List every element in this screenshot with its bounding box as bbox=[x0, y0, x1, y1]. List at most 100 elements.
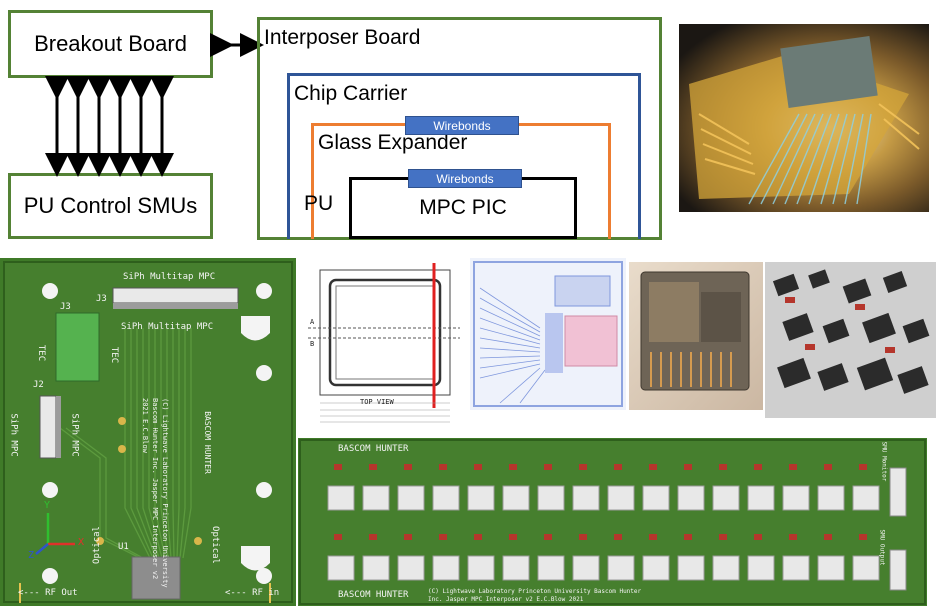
smd-part-2-4 bbox=[439, 534, 447, 540]
axis-y-label: Y bbox=[44, 500, 51, 511]
u1-chip bbox=[131, 556, 181, 600]
pu-control-box: PU Control SMUs bbox=[8, 173, 213, 239]
jack-bottom-5 bbox=[467, 555, 495, 581]
mount-hole-4 bbox=[42, 482, 58, 498]
side-a-label: A bbox=[310, 318, 315, 326]
pu-label: PU bbox=[304, 192, 334, 215]
smd-part-2-6 bbox=[509, 534, 517, 540]
pcb-right-bascom-bottom: BASCOM HUNTER bbox=[338, 590, 409, 600]
jack-bottom-16 bbox=[852, 555, 880, 581]
wirebonds-top: Wirebonds bbox=[405, 116, 519, 135]
smd-part-1-16 bbox=[859, 464, 867, 470]
j2-connector-inner bbox=[56, 396, 61, 458]
smd-part-2-11 bbox=[684, 534, 692, 540]
smd-part-1-11 bbox=[684, 464, 692, 470]
smd-part-1-3 bbox=[404, 464, 412, 470]
jack-bottom-8 bbox=[572, 555, 600, 581]
mount-hole-7 bbox=[256, 568, 272, 584]
jack-top-9 bbox=[607, 485, 635, 511]
smd-part-1-4 bbox=[439, 464, 447, 470]
shield-icon-top bbox=[241, 316, 270, 341]
smd-part-1-12 bbox=[719, 464, 727, 470]
glass-expander-layout bbox=[470, 258, 626, 410]
axis-x-label: X bbox=[78, 537, 85, 548]
j3-connector bbox=[112, 287, 239, 304]
smd-part-1-2 bbox=[369, 464, 377, 470]
jack-bottom-14 bbox=[782, 555, 810, 581]
breakout-board-label: Breakout Board bbox=[34, 31, 187, 56]
jack-top-15 bbox=[817, 485, 845, 511]
jack-top-14 bbox=[782, 485, 810, 511]
smd-part-2-10 bbox=[649, 534, 657, 540]
smd-part-1-15 bbox=[824, 464, 832, 470]
pcb-title-mid: SiPh Multitap MPC bbox=[121, 322, 214, 332]
pcb-title-top: SiPh Multitap MPC bbox=[123, 272, 216, 282]
jack-bottom-7 bbox=[537, 555, 565, 581]
smd-part-2-2 bbox=[369, 534, 377, 540]
pcb-right-credit: (C) Lightwave Laboratory Princeton Unive… bbox=[428, 588, 648, 604]
connection-arrows bbox=[45, 33, 264, 177]
jack-bottom-15 bbox=[817, 555, 845, 581]
smd-part-1-5 bbox=[474, 464, 482, 470]
jack-bottom-12 bbox=[712, 555, 740, 581]
pcb-right-bascom-top: BASCOM HUNTER bbox=[338, 444, 409, 454]
smd-part-2-5 bbox=[474, 534, 482, 540]
wirebonds-bottom: Wirebonds bbox=[408, 169, 522, 188]
mount-hole-2 bbox=[256, 283, 272, 299]
pcb-right-row-label-1: SMU Monitor bbox=[880, 441, 888, 482]
smd-part-2-13 bbox=[754, 534, 762, 540]
jack-top-16 bbox=[852, 485, 880, 511]
pcb-siph-left: SiPh MPC bbox=[8, 413, 19, 457]
smd-part-2-1 bbox=[334, 534, 342, 540]
axis-z-label: Z bbox=[28, 550, 35, 561]
jack-top-6 bbox=[502, 485, 530, 511]
jack-top-5 bbox=[467, 485, 495, 511]
smd-part-2-16 bbox=[859, 534, 867, 540]
smd-part-1-8 bbox=[579, 464, 587, 470]
jack-bottom-2 bbox=[362, 555, 390, 581]
pic-chip-photo bbox=[629, 262, 763, 410]
jack-top-10 bbox=[642, 485, 670, 511]
jack-top-7 bbox=[537, 485, 565, 511]
pcb-j3-label: J3 bbox=[96, 294, 107, 304]
pcb-u1-label: U1 bbox=[118, 542, 129, 552]
interposer-pcb-render: SiPh Multitap MPC J3 SiPh Multitap MPC J… bbox=[0, 258, 296, 606]
shield-icon-bottom bbox=[241, 546, 270, 571]
pcb-optical-left: Optical bbox=[91, 526, 102, 564]
smd-part-2-9 bbox=[614, 534, 622, 540]
smd-part-2-14 bbox=[789, 534, 797, 540]
pcb-optical-right: Optical bbox=[209, 526, 220, 564]
smd-part-1-13 bbox=[754, 464, 762, 470]
mount-hole-1 bbox=[42, 283, 58, 299]
mount-hole-6 bbox=[42, 568, 58, 584]
smd-part-1-14 bbox=[789, 464, 797, 470]
glass-expander-label: Glass Expander bbox=[318, 131, 468, 154]
pcb-bascom-logo: BASCOM HUNTER bbox=[202, 411, 212, 474]
jack-bottom-4 bbox=[432, 555, 460, 581]
tec-block bbox=[55, 312, 100, 382]
pcb-j2-label: J2 bbox=[33, 380, 44, 390]
breakout-pcb-render: BASCOM HUNTER BASCOM HUNTER (C) Lightwav… bbox=[298, 438, 927, 606]
jack-top-4 bbox=[432, 485, 460, 511]
pcb-rf-in: <--- RF in bbox=[225, 588, 280, 598]
j2-connector bbox=[39, 395, 57, 459]
jack-bottom-1 bbox=[327, 555, 355, 581]
smd-part-1-6 bbox=[509, 464, 517, 470]
smd-part-2-12 bbox=[719, 534, 727, 540]
mount-hole-3 bbox=[256, 365, 272, 381]
pcb-siph-right: SiPh MPC bbox=[69, 413, 80, 457]
jack-top-1 bbox=[327, 485, 355, 511]
jack-bottom-9 bbox=[607, 555, 635, 581]
smd-part-1-10 bbox=[649, 464, 657, 470]
chip-micrograph-photo bbox=[679, 24, 929, 212]
smd-part-2-8 bbox=[579, 534, 587, 540]
pcb-j3b-label: J3 bbox=[60, 302, 71, 312]
mpc-pic-label: MPC PIC bbox=[419, 196, 507, 219]
smd-part-2-15 bbox=[824, 534, 832, 540]
pcb-credit: (C) Lightwave Laboratory Princeton Unive… bbox=[140, 398, 170, 598]
jack-bottom-13 bbox=[747, 555, 775, 581]
interposer-board-label: Interposer Board bbox=[264, 26, 421, 49]
jack-top-2 bbox=[362, 485, 390, 511]
jack-bottom-10 bbox=[642, 555, 670, 581]
smd-part-2-7 bbox=[544, 534, 552, 540]
